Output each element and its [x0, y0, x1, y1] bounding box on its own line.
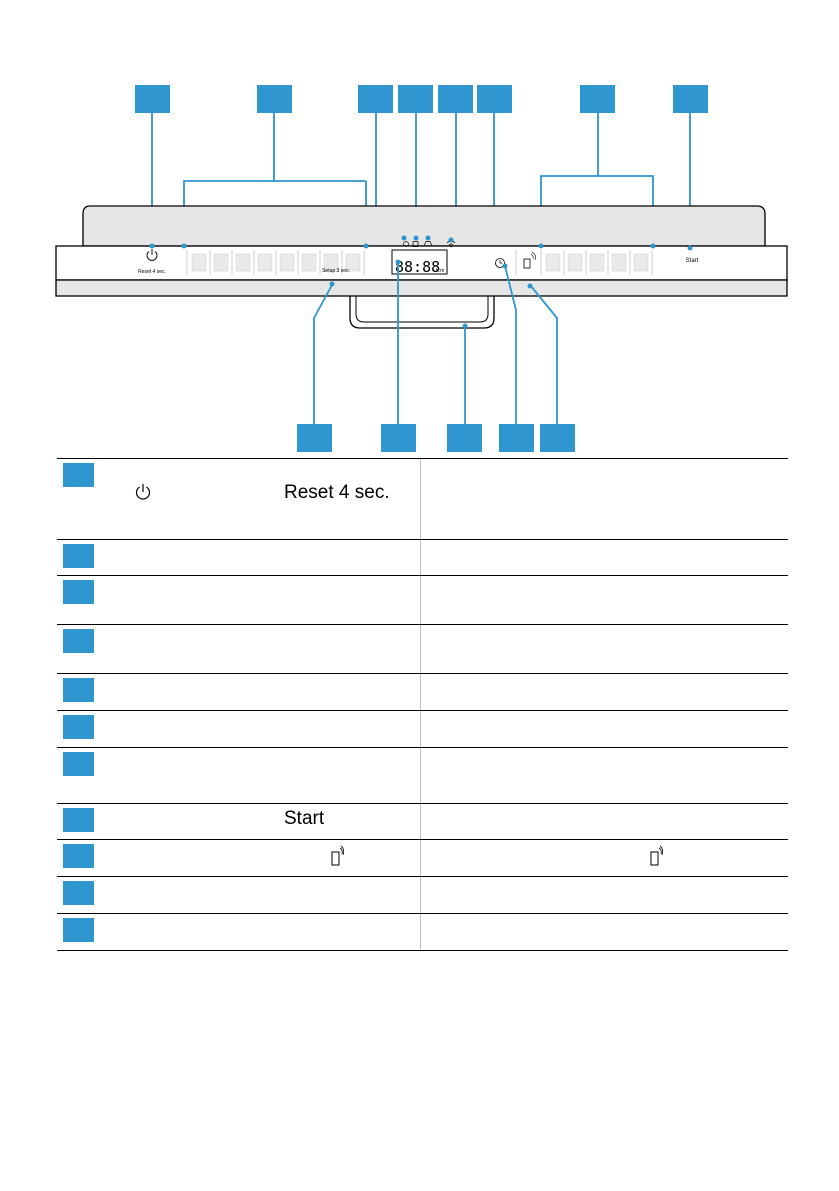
legend-row	[57, 914, 788, 951]
callout-10	[381, 424, 416, 452]
display-unit: h:m	[436, 268, 444, 274]
bottom-leaders	[313, 262, 558, 424]
legend-marker	[63, 678, 94, 702]
program-button[interactable]	[257, 253, 273, 272]
program-button[interactable]	[213, 253, 229, 272]
legend-row: Reset 4 sec.	[57, 458, 788, 540]
program-button[interactable]	[235, 253, 251, 272]
legend-marker	[63, 918, 94, 942]
callout-13	[540, 424, 575, 452]
power-icon	[135, 484, 151, 500]
salt-icon	[423, 241, 433, 247]
remote-start-icon	[523, 258, 531, 269]
callout-3	[358, 85, 393, 113]
option-button[interactable]	[633, 253, 649, 272]
top-callouts	[135, 85, 708, 113]
legend-row	[57, 576, 788, 625]
legend-marker	[63, 752, 94, 776]
legend-row	[57, 748, 788, 804]
option-buttons-right	[545, 253, 649, 272]
legend-marker	[63, 881, 94, 905]
callout-1	[135, 85, 170, 113]
callout-11	[447, 424, 482, 452]
display-digits: 88:88	[395, 258, 440, 276]
power-button[interactable]: Reset 4 sec.	[138, 249, 166, 275]
callout-4	[398, 85, 433, 113]
legend-row	[57, 711, 788, 748]
bottom-callouts	[297, 424, 575, 452]
timer-button[interactable]	[495, 258, 505, 268]
callout-12	[499, 424, 534, 452]
start-button[interactable]: Start	[686, 258, 699, 264]
option-button[interactable]	[611, 253, 627, 272]
option-button[interactable]	[589, 253, 605, 272]
legend-row	[57, 840, 788, 877]
legend-marker	[63, 629, 94, 653]
control-panel-figure: Reset 4 sec. Setup 3 sec. 88:88 h:m	[55, 85, 788, 452]
callout-5	[438, 85, 473, 113]
door-strip	[55, 279, 788, 297]
display: 88:88 h:m	[391, 240, 456, 276]
option-button[interactable]	[545, 253, 561, 272]
program-button[interactable]	[301, 253, 317, 272]
callout-9	[297, 424, 332, 452]
rinse-aid-icon	[412, 241, 419, 247]
callout-8	[673, 85, 708, 113]
power-icon	[146, 251, 158, 261]
legend-reset-text: Reset 4 sec.	[284, 482, 390, 503]
legend-marker	[63, 463, 94, 487]
legend-marker	[63, 544, 94, 568]
remote-start-icon	[650, 845, 664, 866]
remote-start-button[interactable]	[523, 251, 536, 269]
callout-2	[257, 85, 292, 113]
legend-marker	[63, 715, 94, 739]
program-button[interactable]	[345, 253, 361, 272]
legend-row	[57, 877, 788, 914]
remote-start-icon	[331, 845, 345, 866]
callout-6	[477, 85, 512, 113]
legend-marker	[63, 844, 94, 868]
legend-row	[57, 625, 788, 674]
setup-label: Setup 3 sec.	[322, 268, 350, 274]
legend-marker	[63, 808, 94, 832]
legend-row: Start	[57, 804, 788, 840]
program-button[interactable]	[323, 253, 339, 272]
legend-table: Reset 4 sec. Start	[57, 458, 788, 951]
callout-7	[580, 85, 615, 113]
status-icon	[403, 241, 409, 247]
program-button[interactable]	[191, 253, 207, 272]
clock-icon	[495, 258, 505, 268]
program-buttons-left	[191, 253, 361, 272]
legend-start-text: Start	[284, 808, 325, 829]
legend-marker	[63, 580, 94, 604]
legend-row	[57, 540, 788, 576]
option-button[interactable]	[567, 253, 583, 272]
door-handle	[349, 296, 495, 329]
appliance-top	[82, 205, 766, 247]
program-button[interactable]	[279, 253, 295, 272]
legend-row	[57, 674, 788, 711]
power-button-label: Reset 4 sec.	[138, 269, 166, 275]
